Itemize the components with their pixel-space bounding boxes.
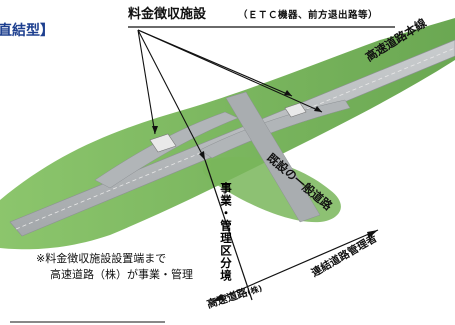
toll-canopy [149,133,177,153]
jurisdiction-arrow [211,229,379,303]
section-heading: 直結型】 [0,23,54,39]
jurisdiction-arrowhead-left [212,294,223,302]
boundary-label: 事業・管理区分境 [219,182,233,282]
leader-arrowheads [152,90,322,160]
local-road [225,91,321,223]
title-note: （ＥＴＣ機器、前方退出路等） [238,10,379,21]
boundary-line [204,159,253,301]
note-line-1: ※料金徴収施設設置端まで [36,252,167,265]
note-line-2: 高速道路（株）が事業・管理 [50,268,193,281]
diagram-title: 料金徴収施設 [128,7,207,22]
expressway-median [15,47,455,230]
toll-canopy-2 [284,102,307,118]
leader-lines [137,29,323,161]
jurisdiction-arrowhead-right [367,230,378,238]
